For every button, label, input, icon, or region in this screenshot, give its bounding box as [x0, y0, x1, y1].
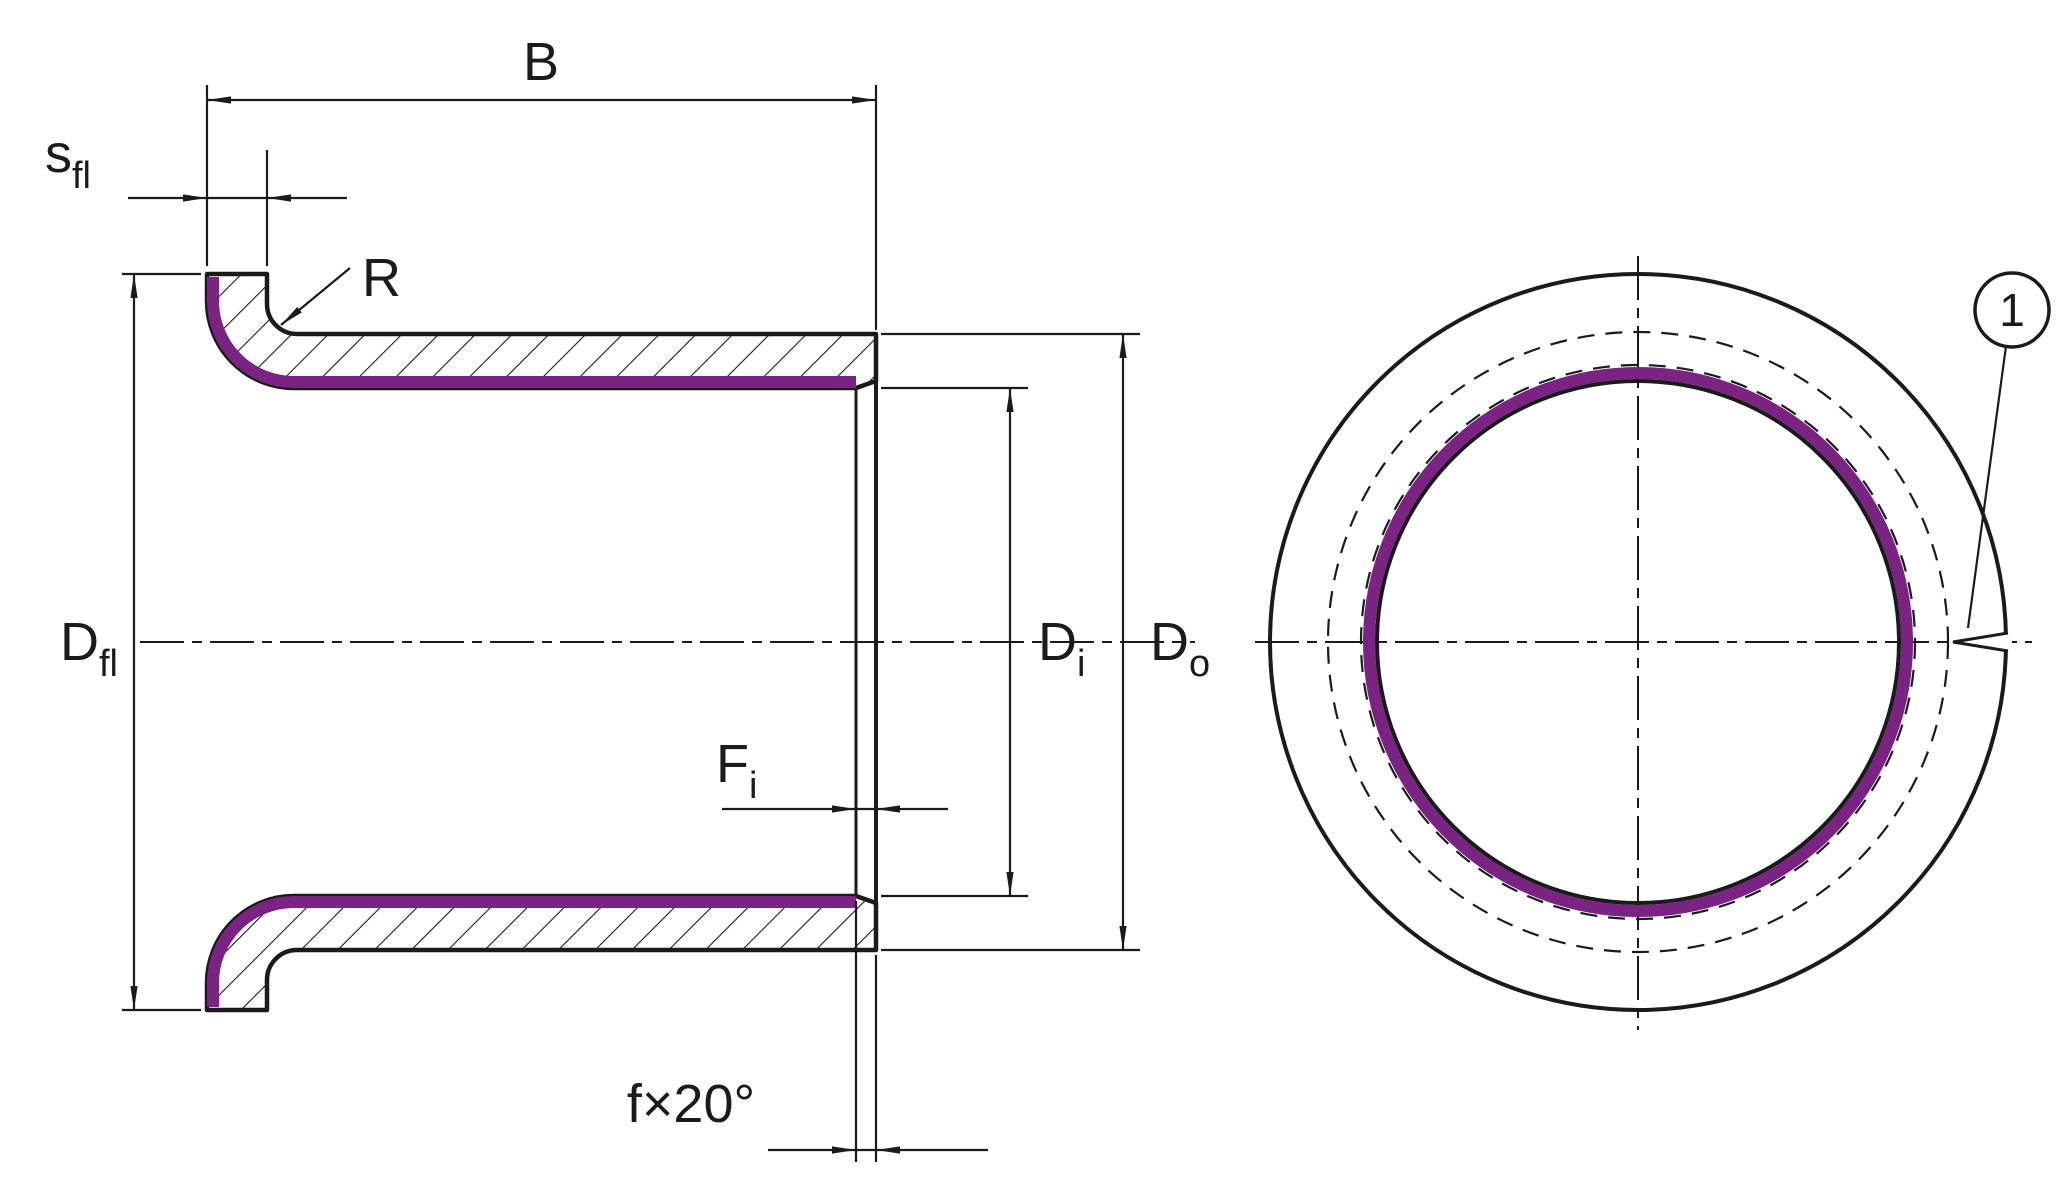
label-s-fl: sfl	[45, 124, 91, 197]
bore-circle	[1375, 379, 1901, 905]
label-d-o: Do	[1150, 612, 1210, 685]
liner-layer-lower	[207, 896, 856, 1007]
label-chamfer: f×20°	[627, 1074, 755, 1134]
dimension-d-o: Do	[881, 332, 1210, 952]
section-view	[140, 271, 1195, 1013]
liner-ring	[1363, 367, 1913, 917]
label-d-i: Di	[1038, 612, 1085, 685]
liner-hidden-circle	[1359, 363, 1917, 921]
label-b: B	[523, 32, 559, 92]
callout-leader	[1966, 345, 2008, 629]
dimension-d-i: Di	[881, 386, 1085, 898]
dimension-d-fl: Dfl	[60, 272, 201, 1012]
liner-layer-upper	[207, 277, 856, 388]
label-f-i: Fi	[716, 734, 757, 807]
bushing-section-lower	[204, 893, 879, 1013]
callout-balloon: 1	[1966, 271, 2051, 629]
callout-number: 1	[1999, 284, 2025, 336]
split-notch-lines	[1952, 631, 2009, 653]
split-notch	[1952, 631, 2012, 653]
body-hidden-circle	[1326, 330, 1950, 954]
dimension-chamfer: f×20°	[627, 901, 988, 1162]
dimension-b: B	[205, 32, 878, 330]
front-view: 1	[1255, 256, 2051, 1030]
radius-leader: R	[280, 248, 401, 326]
label-d-fl: Dfl	[60, 612, 118, 685]
callout-circle	[1973, 271, 2051, 349]
dimension-s-fl: sfl	[45, 124, 347, 266]
leader-line-r	[280, 267, 351, 326]
dimension-f-i: Fi	[716, 734, 948, 813]
label-r: R	[362, 248, 401, 308]
bushing-section-upper	[204, 271, 879, 391]
split-notch-mask	[1953, 632, 2012, 652]
